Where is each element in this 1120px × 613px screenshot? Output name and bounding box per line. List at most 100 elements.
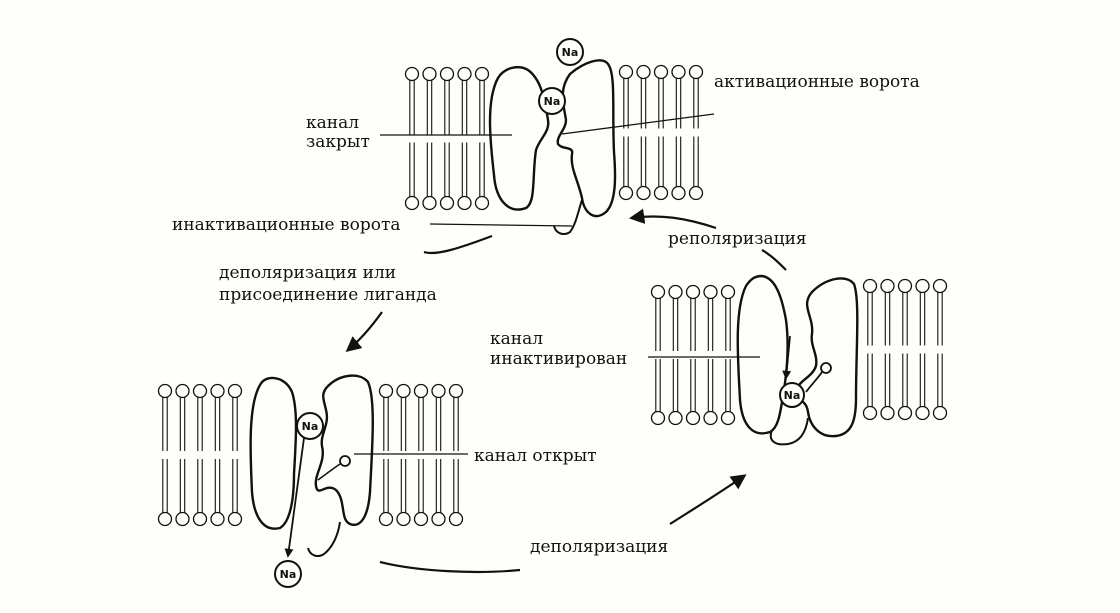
lipid-head xyxy=(210,383,225,399)
open-gate-ball xyxy=(339,455,351,467)
lipid-head xyxy=(862,405,878,421)
lipid-head xyxy=(457,195,472,211)
repolarization-label: реполяризация xyxy=(668,229,807,249)
lipid-head xyxy=(431,511,446,527)
lipid-head xyxy=(457,66,472,82)
lipid-head xyxy=(474,195,490,211)
lipid-head xyxy=(897,405,913,421)
lipid-head xyxy=(685,410,701,426)
membrane-right-right xyxy=(862,278,948,421)
repolarization-arrow-tail xyxy=(761,249,787,271)
lipid-head xyxy=(862,278,878,294)
open-channel: Na Na xyxy=(249,374,374,588)
inactivation-gate-tail xyxy=(553,199,583,235)
lipid-head xyxy=(880,278,895,294)
lipid-head xyxy=(192,511,208,527)
ion-label: Na xyxy=(280,568,297,581)
lipid-head xyxy=(636,185,651,201)
depolarization-or-ligand-arrow xyxy=(423,234,493,255)
open-channel-right-subunit xyxy=(314,374,374,527)
lipid-head xyxy=(378,511,394,527)
lipid-head xyxy=(210,511,225,527)
lipid-head xyxy=(439,66,455,82)
activation-gate-label: активационные ворота xyxy=(714,72,920,92)
leader-activation-gate xyxy=(561,113,715,135)
inactivated-na-ion: Na xyxy=(779,382,805,408)
lipid-head xyxy=(378,383,394,399)
lipid-head xyxy=(636,64,651,80)
closed-top-na-ion: Na xyxy=(556,38,584,66)
lipid-head xyxy=(422,66,437,82)
closed-middle-na-ion: Na xyxy=(538,87,566,115)
lipid-head xyxy=(668,284,683,300)
channel-open-label: канал открыт xyxy=(474,446,597,466)
lipid-head xyxy=(668,410,683,426)
closed-channel: Na Na xyxy=(488,38,617,235)
lipid-head xyxy=(880,405,895,421)
lipid-head xyxy=(157,511,173,527)
lipid-head xyxy=(192,383,208,399)
open-flow-arrow xyxy=(284,437,305,558)
depolarization-label: деполяризация xyxy=(530,537,668,557)
depolarization-or-ligand-label-line2: присоединение лиганда xyxy=(219,285,437,305)
depolarization-or-ligand-label-line1: деполяризация или xyxy=(219,263,396,283)
open-channel-left-subunit xyxy=(249,376,298,530)
lipid-head xyxy=(688,185,704,201)
channel-closed-label-line2: закрыт xyxy=(306,132,370,152)
lipid-head xyxy=(653,185,669,201)
lipid-head xyxy=(650,284,666,300)
lipid-head xyxy=(688,64,704,80)
ion-label: Na xyxy=(544,95,561,108)
lipid-head xyxy=(404,195,420,211)
inactivation-gate-stalk xyxy=(805,371,823,393)
lipid-head xyxy=(618,185,634,201)
repolarization-arrow xyxy=(628,208,717,230)
open-entering-na-ion: Na xyxy=(296,412,324,440)
lipid-head xyxy=(175,383,190,399)
depolarization-or-ligand-arrow-lower xyxy=(345,311,383,352)
lipid-head xyxy=(671,185,686,201)
open-channel-lower-tail xyxy=(307,521,341,557)
lipid-head xyxy=(653,64,669,80)
depolarization-arrow-right xyxy=(669,474,747,525)
lipid-head xyxy=(413,511,429,527)
lipid-head xyxy=(703,284,718,300)
lipid-head xyxy=(227,511,243,527)
lipid-head xyxy=(671,64,686,80)
membrane-top-right xyxy=(618,64,704,201)
channel-inactivated-label-line1: канал xyxy=(490,329,543,349)
lipid-head xyxy=(439,195,455,211)
lipid-head xyxy=(650,410,666,426)
lipid-head xyxy=(915,405,930,421)
lipid-head xyxy=(404,66,420,82)
open-gate-stalk xyxy=(317,463,341,481)
ion-label: Na xyxy=(562,46,579,59)
lipid-head xyxy=(227,383,243,399)
lipid-head xyxy=(932,405,948,421)
lipid-head xyxy=(396,383,411,399)
lipid-head xyxy=(175,511,190,527)
lipid-head xyxy=(431,383,446,399)
lipid-head xyxy=(685,284,701,300)
open-exiting-na-ion: Na xyxy=(274,560,302,588)
lipid-head xyxy=(897,278,913,294)
lipid-head xyxy=(932,278,948,294)
lipid-head xyxy=(448,383,464,399)
lipid-head xyxy=(915,278,930,294)
inactivated-entry-arrow xyxy=(782,335,792,380)
lipid-bilayers xyxy=(157,64,948,527)
membrane-right-left xyxy=(650,284,736,426)
lipid-head xyxy=(396,511,411,527)
channel-inactivated-label-line2: инактивирован xyxy=(490,349,627,369)
lipid-head xyxy=(448,511,464,527)
inactivated-channel-bottom-loop xyxy=(769,417,809,446)
inactivation-gate-ball xyxy=(820,362,832,374)
membrane-top-left xyxy=(404,66,490,211)
lipid-head xyxy=(157,383,173,399)
inactivated-channel: Na xyxy=(736,274,859,446)
lipid-head xyxy=(474,66,490,82)
lipid-head xyxy=(720,410,736,426)
leader-inactivation-gate xyxy=(429,223,573,227)
